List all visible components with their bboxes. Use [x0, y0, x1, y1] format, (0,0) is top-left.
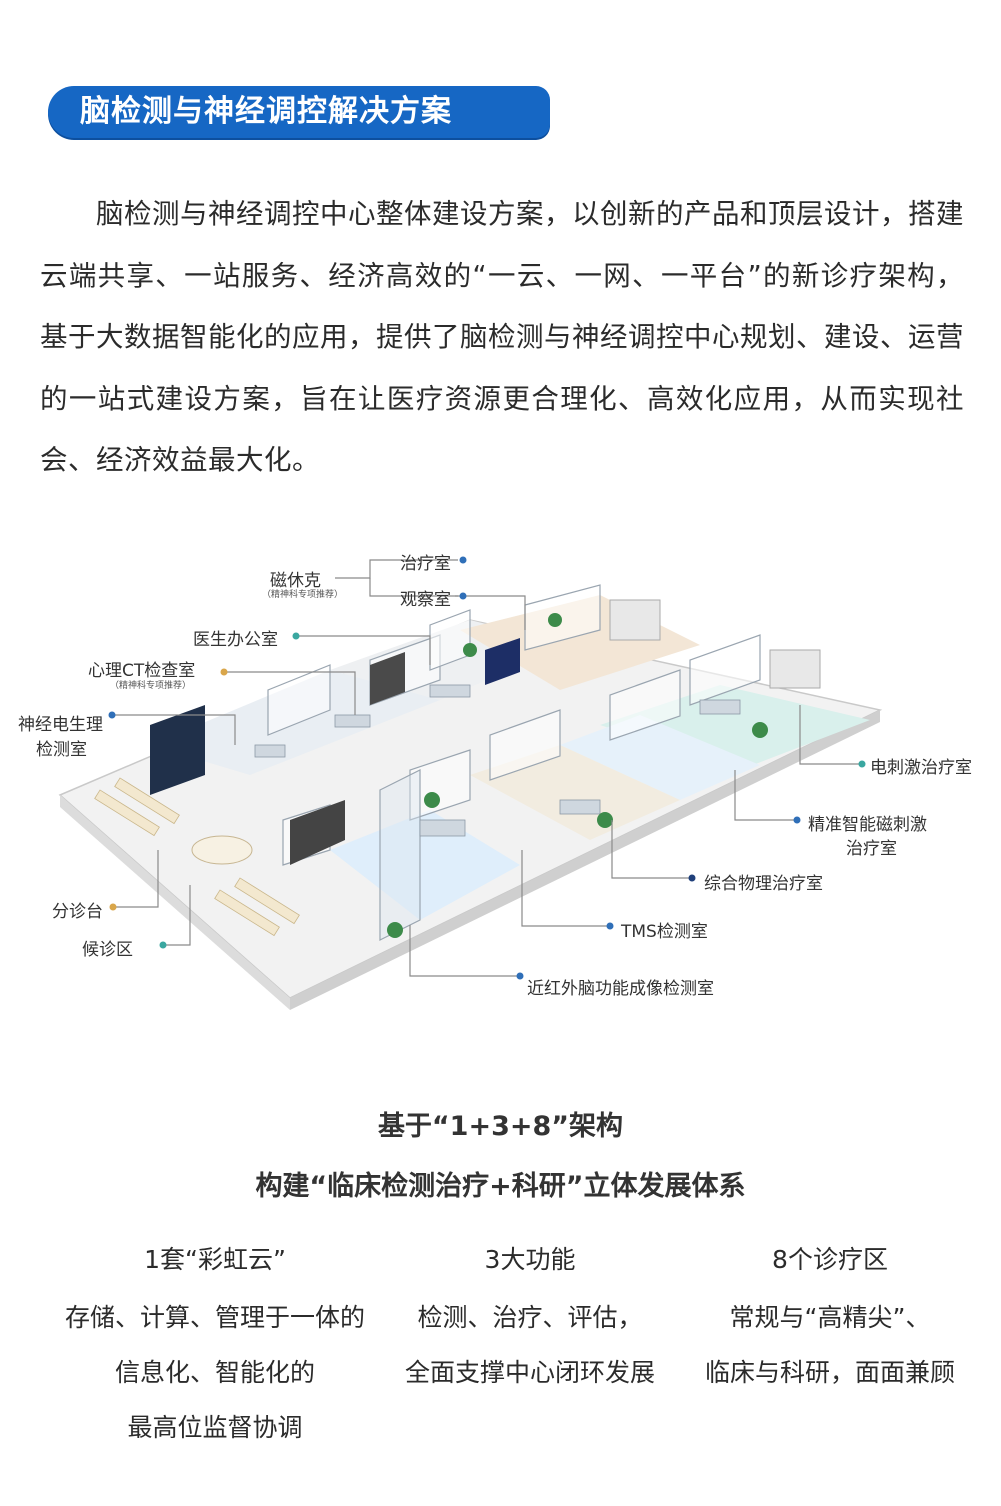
floor-plan-diagram: 磁休克 （精神科专项推荐） 治疗室 观察室 医生办公室 心理CT检查室 （精神科…	[0, 520, 1001, 1020]
label-zhiliaoshi: 治疗室	[400, 554, 451, 574]
column-treatment-areas: 8个诊疗区 常规与“高精尖”、 临床与科研，面面兼顾	[680, 1238, 980, 1406]
column-line: 信息化、智能化的	[114, 1358, 315, 1387]
label-cixiuke: 磁休克	[270, 571, 321, 591]
column-title: 1套“彩虹云”	[144, 1245, 286, 1274]
label-xinli: 心理CT检查室	[88, 661, 196, 681]
column-line: 临床与科研，面面兼顾	[704, 1358, 955, 1387]
floor-plan-illustration	[58, 556, 883, 1010]
section-heading-2: 构建“临床检测治疗+科研”立体发展体系	[255, 1171, 746, 1202]
column-line: 存储、计算、管理于一体的	[64, 1303, 365, 1332]
label-cixiuke-note: （精神科专项推荐）	[262, 590, 344, 600]
label-shenjing-1: 神经电生理	[18, 715, 103, 735]
column-line: 检测、治疗、评估，	[417, 1303, 643, 1332]
column-line: 全面支撑中心闭环发展	[404, 1358, 655, 1387]
column-title: 3大功能	[484, 1245, 576, 1274]
label-yisheng: 医生办公室	[193, 630, 278, 650]
column-line: 常规与“高精尖”、	[729, 1303, 931, 1332]
label-fenzhen: 分诊台	[52, 902, 103, 922]
title-badge	[48, 86, 550, 138]
label-jingzhun-2: 治疗室	[846, 839, 897, 859]
label-dianci: 电刺激治疗室	[870, 758, 972, 778]
label-guanchashi: 观察室	[400, 590, 451, 610]
column-rainbow-cloud: 1套“彩虹云” 存储、计算、管理于一体的 信息化、智能化的 最高位监督协调	[40, 1238, 390, 1461]
section-heading-1: 基于“1+3+8”架构	[377, 1111, 624, 1142]
label-houzhen: 候诊区	[82, 940, 133, 960]
column-line: 最高位监督协调	[127, 1413, 303, 1442]
intro-paragraph: 脑检测与神经调控中心整体建设方案，以创新的产品和顶层设计，搭建云端共享、一站服务…	[40, 198, 964, 476]
label-jingzhun-1: 精准智能磁刺激	[808, 815, 927, 835]
label-zonghe: 综合物理治疗室	[704, 874, 823, 894]
column-title: 8个诊疗区	[772, 1245, 888, 1274]
label-tms: TMS检测室	[621, 922, 708, 942]
label-xinli-note: （精神科专项推荐）	[110, 681, 192, 691]
label-jinhongwai: 近红外脑功能成像检测室	[527, 979, 714, 999]
column-functions: 3大功能 检测、治疗、评估， 全面支撑中心闭环发展	[380, 1238, 680, 1406]
label-shenjing-2: 检测室	[36, 740, 87, 760]
page-title: 脑检测与神经调控解决方案	[80, 94, 452, 129]
